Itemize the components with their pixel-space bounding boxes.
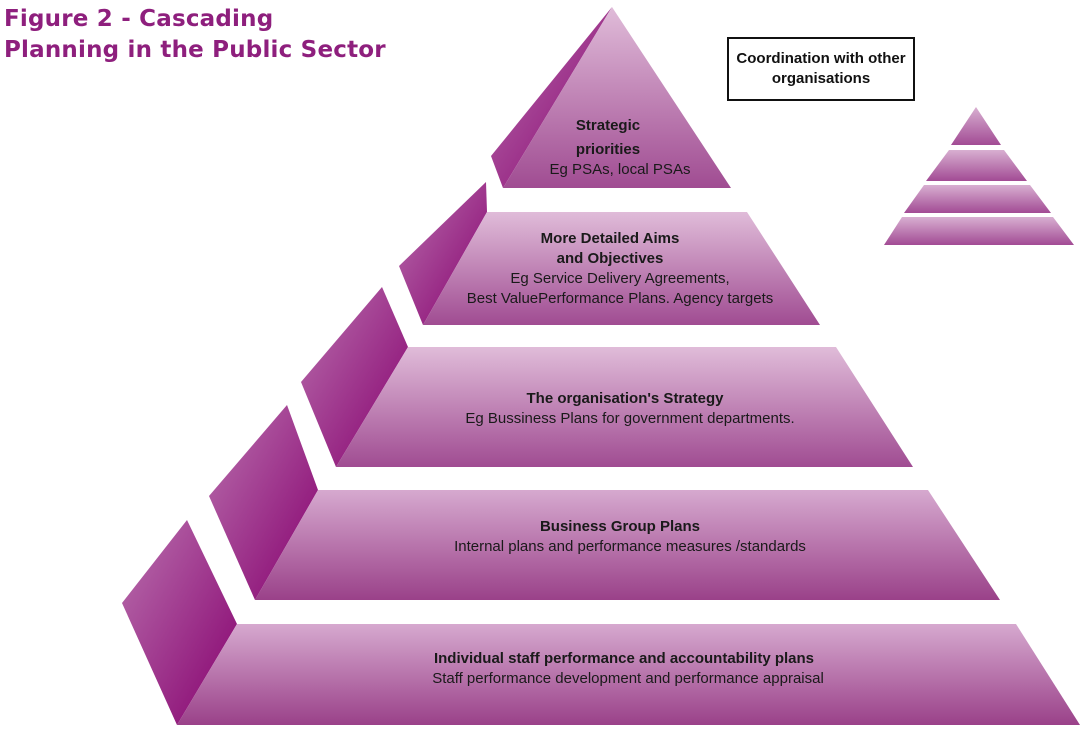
- coordination-box: Coordination with other organisations: [727, 37, 915, 101]
- level-3-subtext: Eg Bussiness Plans for government depart…: [465, 410, 795, 427]
- level-2-heading-line-1: More Detailed Aims: [540, 230, 680, 247]
- level-5-subtext: Staff performance development and perfor…: [432, 670, 824, 687]
- level-3-front-face: [336, 347, 913, 467]
- level-4-heading: Business Group Plans: [539, 518, 701, 535]
- level-2-detailed-aims: [399, 182, 820, 325]
- level-1-strategic-priorities: [491, 7, 731, 188]
- level-4-label: Business Group Plans Internal plans and …: [380, 517, 880, 557]
- level-1-side-face: [491, 7, 612, 188]
- level-5-front-face: [177, 624, 1080, 725]
- level-4-subtext: Internal plans and performance measures …: [454, 538, 806, 555]
- level-2-subtext-line-2: Best ValuePerformance Plans. Agency targ…: [466, 290, 774, 307]
- level-1-heading-line-2: priorities: [575, 141, 641, 158]
- level-3-organisation-strategy: [301, 287, 913, 467]
- level-5-individual-staff-plans: [122, 520, 1080, 725]
- level-5-heading: Individual staff performance and account…: [433, 650, 815, 667]
- level-2-front-face: [423, 212, 820, 325]
- level-5-side-face: [122, 520, 237, 725]
- figure-title: Figure 2 - Cascading Planning in the Pub…: [4, 4, 386, 66]
- level-1-front-face: [503, 7, 731, 188]
- mini-pyramid-tier-3: [904, 185, 1051, 213]
- mini-pyramid-icon: [884, 107, 1074, 245]
- level-2-heading-line-2: and Objectives: [556, 250, 664, 267]
- title-line-2: Planning in the Public Sector: [4, 37, 386, 63]
- level-3-side-face: [301, 287, 408, 467]
- level-2-subtext-line-1: Eg Service Delivery Agreements,: [510, 270, 730, 287]
- level-3-label: The organisation's Strategy Eg Bussiness…: [390, 389, 870, 429]
- level-3-heading: The organisation's Strategy: [526, 390, 724, 407]
- title-line-1: Figure 2 - Cascading: [4, 6, 274, 32]
- level-4-side-face: [209, 405, 318, 600]
- level-1-label: Strategic priorities Eg PSAs, local PSAs: [520, 116, 720, 180]
- mini-pyramid-tier-2: [926, 150, 1027, 181]
- level-2-side-face: [399, 182, 487, 325]
- mini-pyramid-tier-4: [884, 217, 1074, 245]
- level-2-label: More Detailed Aims and Objectives Eg Ser…: [420, 229, 820, 309]
- level-4-front-face: [255, 490, 1000, 600]
- level-1-heading-line-1: Strategic: [575, 117, 641, 134]
- level-4-business-group-plans: [209, 405, 1000, 600]
- mini-pyramid-tier-1: [951, 107, 1001, 145]
- level-5-label: Individual staff performance and account…: [348, 649, 908, 689]
- coordination-label: Coordination with other organisations: [736, 50, 906, 87]
- level-1-subtext: Eg PSAs, local PSAs: [549, 161, 691, 178]
